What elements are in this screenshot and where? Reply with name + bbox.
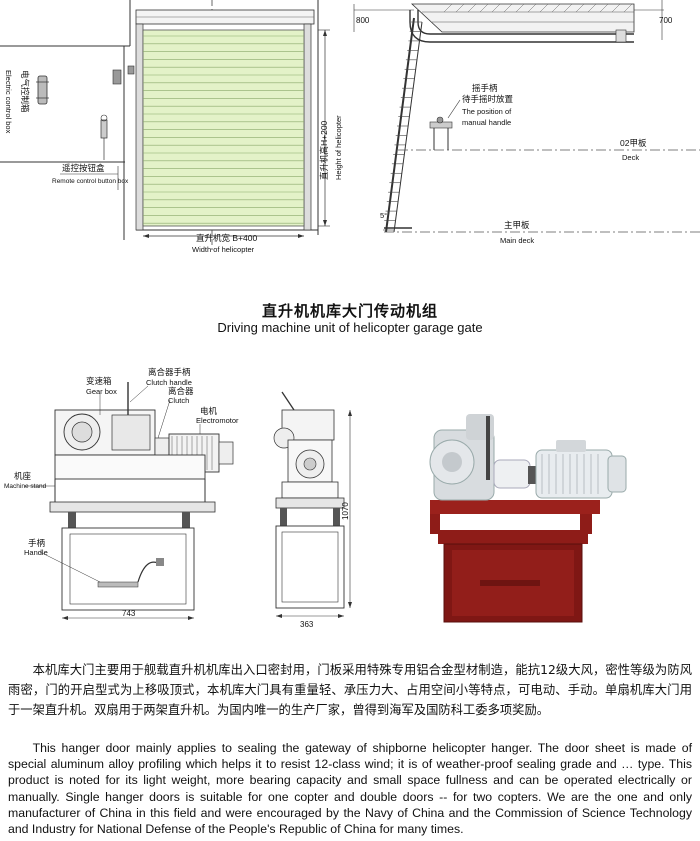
dim-1070: 1070 <box>341 502 350 520</box>
section-title-cn: 直升机机库大门传动机组 <box>261 302 438 320</box>
door-front-view-drawing: 电气控制箱 Electric control box 遥控按钮盒 Remote … <box>0 0 343 254</box>
remote-box-label-cn: 遥控按钮盒 <box>62 163 105 173</box>
stand-label-cn: 机座 <box>14 471 32 481</box>
door-side-section-drawing: 800 700 摇手柄 待手摇时放置 The position of manua… <box>353 0 700 245</box>
handle-position-label-en-2: manual handle <box>462 118 511 127</box>
height-label-cn: 直升机高H+200 <box>319 120 329 180</box>
height-label-en: Height of helicopter <box>334 115 343 180</box>
electric-box-label-en: Electric control box <box>4 70 13 134</box>
machine-photo <box>429 414 627 623</box>
dim-700: 700 <box>659 16 673 25</box>
section-title-en: Driving machine unit of helicopter garag… <box>217 320 483 335</box>
motor-label-cn: 电机 <box>200 406 218 416</box>
gearbox-label-cn: 变速箱 <box>86 376 112 386</box>
deck-label-en: Deck <box>622 153 639 162</box>
angle-label: 5° <box>380 211 387 220</box>
remote-box-label-en: Remote control button box <box>52 178 129 185</box>
dim-743: 743 <box>122 609 136 618</box>
electric-box-label-cn: 电气控制箱 <box>20 70 30 113</box>
dim-363: 363 <box>300 620 314 629</box>
clutch-label-cn: 离合器 <box>168 386 194 396</box>
handle-position-label-en-1: The position of <box>462 107 512 116</box>
clutch-handle-label-cn: 离合器手柄 <box>148 367 191 377</box>
clutch-handle-label-en: Clutch handle <box>146 378 192 387</box>
dim-800: 800 <box>356 16 370 25</box>
stand-label-en: Machine stand <box>4 483 47 490</box>
main-deck-label-en: Main deck <box>500 236 534 245</box>
width-label-cn: 直升机宽 B+400 <box>196 233 257 243</box>
main-deck-label-cn: 主甲板 <box>504 220 530 230</box>
gearbox-label-en: Gear box <box>86 387 117 396</box>
description-en: This hanger door mainly applies to seali… <box>8 741 692 837</box>
machine-side-view-drawing: 363 1070 <box>273 391 352 629</box>
handle-position-label-cn-2: 待手摇时放置 <box>462 94 514 104</box>
machine-front-view-drawing: 743 变速箱 Gear box 离合器手柄 Clutch handle 离合器… <box>4 367 239 620</box>
handle-position-label-cn-1: 摇手柄 <box>472 83 498 93</box>
motor-label-en: Electromotor <box>196 416 239 425</box>
handle-label-en: Handle <box>24 548 48 557</box>
width-label-en: Width of helicopter <box>192 245 255 254</box>
description-cn: 本机库大门主要用于舰载直升机机库出入口密封用，门板采用特殊专用铝合金型材制造，能… <box>8 663 692 717</box>
clutch-label-en: Clutch <box>168 396 189 405</box>
deck-label-cn: 02甲板 <box>620 138 647 148</box>
handle-label-cn: 手柄 <box>28 538 46 548</box>
